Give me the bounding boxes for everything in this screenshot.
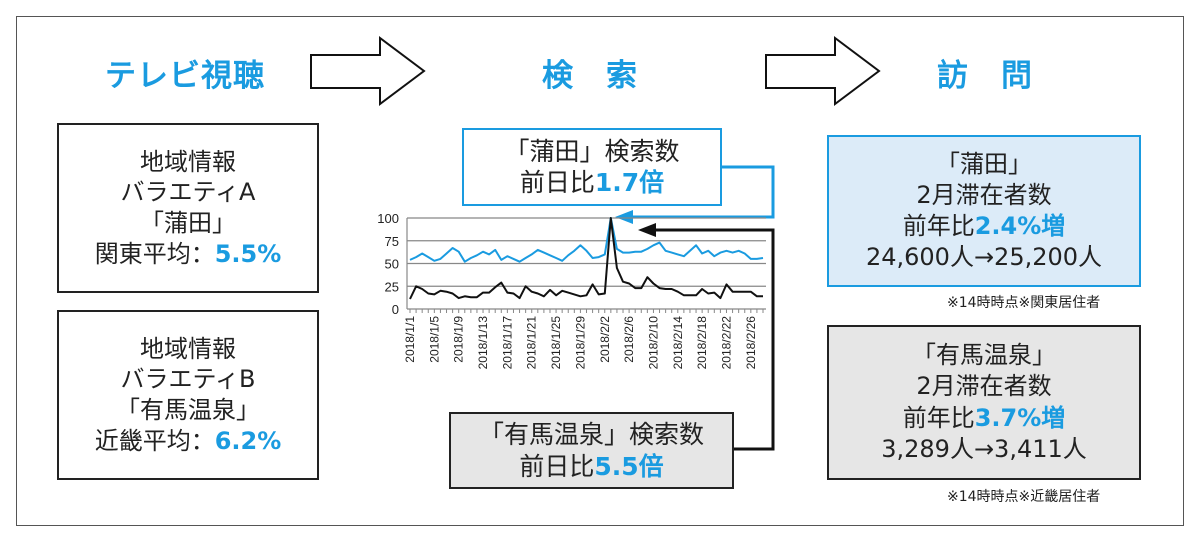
x-tick-label: 2018/2/22 [719,316,733,370]
x-tick-label: 2018/1/13 [476,316,490,370]
yoy-label: 前年比 [902,403,975,432]
search-box-title: 「蒲田」検索数 [504,136,680,166]
rating-value: 6.2% [214,426,282,455]
x-tick-label: 2018/2/2 [598,316,612,363]
search-trend-chart: 0 25 50 75 100 2018/1/1 2018/1/5 2018/1/9 2018/1… [377,211,766,370]
yoy-label: 前年比 [902,212,975,240]
visit-box-line: 2月滞在者数 [916,372,1052,401]
y-tick-label: 50 [385,257,399,272]
tv-box-a: 地域情報 バラエティA 「蒲田」 関東平均：5.5% [57,123,319,293]
ratio-value: 5.5倍 [594,451,664,481]
visit-box-line: 2月滞在者数 [916,180,1052,209]
rating-value: 5.5% [214,239,282,268]
kamata-arrowhead-icon [615,210,633,224]
kamata-connector-line [628,165,775,219]
x-tick-label: 2018/1/9 [452,316,466,363]
y-tick-label: 25 [385,279,399,294]
x-tick-label: 2018/1/17 [500,316,514,370]
visitor-count-change: 24,600人→25,200人 [865,243,1103,272]
tv-box-line: 「有馬温泉」 [116,396,260,424]
right-arrow-icon [310,36,426,106]
tv-box-line: 地域情報 [140,147,236,176]
visit-box-line: 「蒲田」 [936,149,1032,178]
y-tick-label: 100 [377,211,399,226]
tv-box-line: 地域情報 [140,334,236,363]
ratio-value: 1.7倍 [594,168,665,197]
heading-visit: 訪 問 [937,58,1033,94]
kamata-search-box: 「蒲田」検索数 前日比1.7倍 [462,128,722,206]
tv-box-line: バラエティB [120,365,256,394]
x-tick-label: 2018/2/10 [646,316,660,370]
tv-box-line: 「蒲田」 [140,209,236,237]
x-tick-label: 2018/2/18 [695,316,709,370]
ratio-label: 前日比 [519,168,595,197]
x-tick-label: 2018/1/21 [525,316,539,370]
kamata-visit-box: 「蒲田」 2月滞在者数 前年比2.4%増 24,600人→25,200人 [827,135,1141,287]
rating-label: 近畿平均： [94,426,215,455]
figure-frame [16,16,1184,526]
kamata-visit-note: ※14時時点※関東居住者 [947,295,1101,311]
arima-visit-note: ※14時時点※近畿居住者 [947,489,1101,505]
x-tick-label: 2018/2/6 [622,316,636,363]
x-tick-label: 2018/1/29 [573,316,587,370]
x-tick-label: 2018/2/14 [671,316,685,370]
y-tick-label: 75 [385,234,399,249]
heading-search: 検 索 [542,58,638,94]
x-tick-label: 2018/1/1 [403,316,417,363]
rating-label: 関東平均： [94,239,215,268]
tv-box-line: バラエティA [120,178,256,207]
x-tick-label: 2018/1/25 [549,316,563,370]
arima-visit-box: 「有馬温泉」 2月滞在者数 前年比3.7%増 3,289人→3,411人 [827,325,1141,480]
y-tick-label: 0 [392,302,399,317]
ratio-label: 前日比 [519,451,595,481]
x-tick-label: 2018/1/5 [427,316,441,363]
visitor-count-change: 3,289人→3,411人 [881,434,1087,463]
series-line-kamata [409,217,764,263]
search-box-title: 「有馬温泉」検索数 [478,420,704,450]
tv-box-b: 地域情報 バラエティB 「有馬温泉」 近畿平均：6.2% [57,310,319,480]
visit-box-line: 「有馬温泉」 [912,341,1056,370]
yoy-value: 3.7%増 [974,403,1066,432]
heading-tv-viewing: テレビ視聴 [105,58,265,94]
series-line-arima [409,217,763,300]
x-tick-label: 2018/2/26 [744,316,758,370]
right-arrow-icon [765,36,881,106]
arima-connector-line [650,228,775,451]
arima-search-box: 「有馬温泉」検索数 前日比5.5倍 [449,412,734,489]
arima-arrowhead-icon [638,223,656,237]
yoy-value: 2.4%増 [974,212,1066,240]
